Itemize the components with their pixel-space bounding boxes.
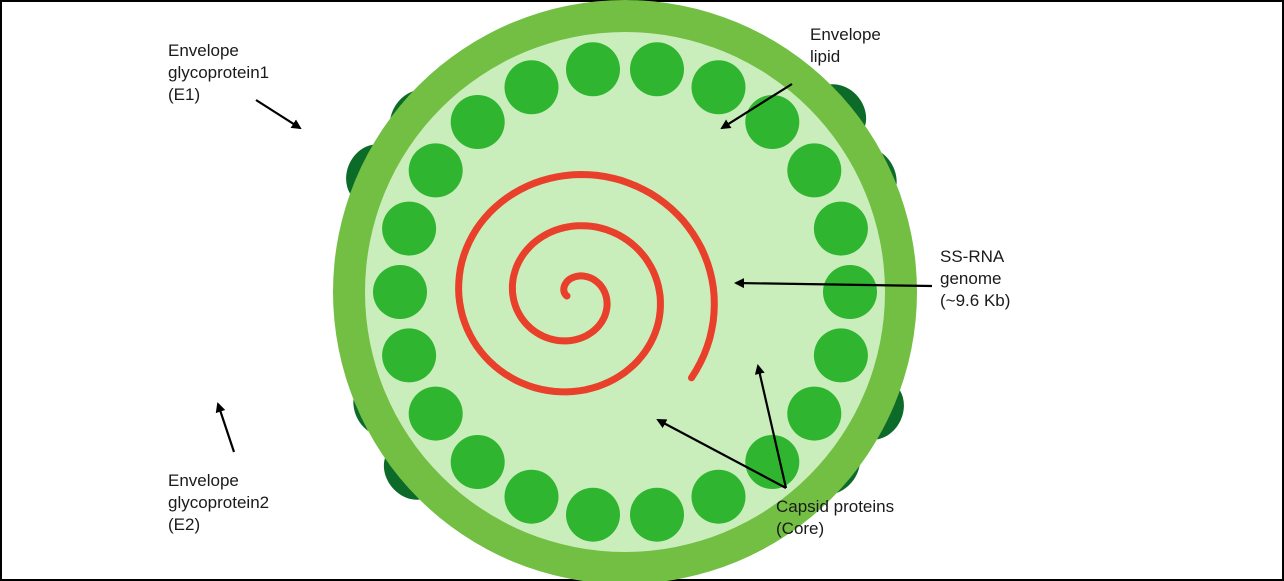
capsid-protein <box>787 387 841 441</box>
label-rna-line3: (~9.6 Kb) <box>940 290 1010 312</box>
label-ss-rna-genome: SS-RNA genome (~9.6 Kb) <box>940 246 1010 312</box>
label-capsid-proteins: Capsid proteins (Core) <box>776 496 894 540</box>
capsid-protein <box>382 202 436 256</box>
label-e2-line1: Envelope <box>168 470 269 492</box>
capsid-protein <box>630 488 684 542</box>
capsid-protein <box>692 60 746 114</box>
arrow-e2 <box>218 404 234 452</box>
label-e1-line1: Envelope <box>168 40 269 62</box>
label-envelope-lipid: Envelope lipid <box>810 24 881 68</box>
label-envelope-glycoprotein1: Envelope glycoprotein1 (E1) <box>168 40 269 106</box>
capsid-protein <box>630 42 684 96</box>
capsid-protein <box>566 488 620 542</box>
inner-core-region <box>365 32 885 552</box>
capsid-protein <box>451 95 505 149</box>
capsid-protein <box>692 470 746 524</box>
capsid-protein <box>745 95 799 149</box>
label-rna-line1: SS-RNA <box>940 246 1010 268</box>
label-capsid-line2: (Core) <box>776 518 894 540</box>
capsid-protein <box>505 470 559 524</box>
label-rna-line2: genome <box>940 268 1010 290</box>
label-capsid-line1: Capsid proteins <box>776 496 894 518</box>
capsid-protein <box>409 387 463 441</box>
capsid-protein <box>814 328 868 382</box>
capsid-protein <box>409 143 463 197</box>
capsid-protein <box>566 42 620 96</box>
label-lipid-line1: Envelope <box>810 24 881 46</box>
capsid-protein <box>373 265 427 319</box>
capsid-protein <box>823 265 877 319</box>
label-lipid-line2: lipid <box>810 46 881 68</box>
label-e1-line2: glycoprotein1 <box>168 62 269 84</box>
capsid-protein <box>451 435 505 489</box>
capsid-protein <box>787 143 841 197</box>
capsid-protein <box>382 328 436 382</box>
label-e2-line2: glycoprotein2 <box>168 492 269 514</box>
label-e1-line3: (E1) <box>168 84 269 106</box>
capsid-protein <box>505 60 559 114</box>
label-e2-line3: (E2) <box>168 514 269 536</box>
capsid-protein <box>814 202 868 256</box>
label-envelope-glycoprotein2: Envelope glycoprotein2 (E2) <box>168 470 269 536</box>
